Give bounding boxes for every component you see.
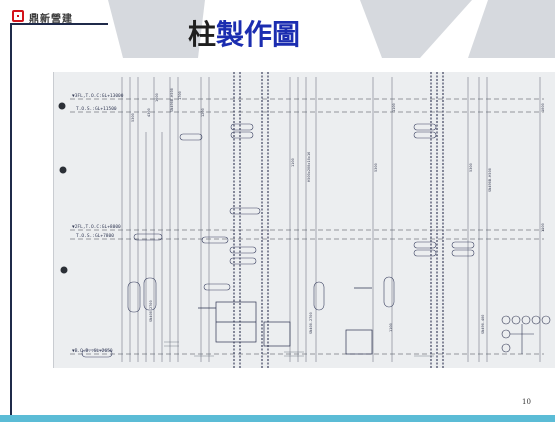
elevation-lines — [70, 98, 544, 355]
bottom-accent-bar — [0, 415, 555, 422]
logo-icon — [12, 10, 24, 22]
header-trapezoid-left — [108, 0, 205, 58]
svg-text:SN400-2700: SN400-2700 — [149, 300, 153, 322]
svg-text:5300: 5300 — [469, 163, 473, 172]
binder-hole — [58, 102, 66, 110]
svg-text:1700: 1700 — [178, 91, 182, 100]
dimension-lines — [121, 77, 541, 362]
shop-drawing: ▼3FL,T.O.C:GL+13000 T.O.S.:GL+11500 ▼2FL… — [54, 72, 555, 368]
column-base-details — [198, 287, 373, 355]
company-logo: 鼎新營建 — [12, 10, 94, 25]
dimension-texts: 5300 4300 1600 SN490B-H500 1700 1200 110… — [131, 88, 545, 334]
svg-text:1600: 1600 — [155, 93, 159, 102]
elevation-label: T.O.S.:GL+7800 — [76, 233, 114, 239]
svg-text:SN490B-H500: SN490B-H500 — [488, 168, 492, 192]
svg-text:5300: 5300 — [374, 163, 378, 172]
svg-text:1100: 1100 — [392, 103, 396, 112]
svg-text:1100: 1100 — [291, 158, 295, 167]
mark-tags — [81, 123, 475, 358]
elevation-label: ▼2FL,T.O.C:GL+8000 — [72, 224, 121, 230]
svg-text:H500x200x10x16: H500x200x10x16 — [307, 152, 311, 182]
svg-text:SN400-2700: SN400-2700 — [309, 312, 313, 334]
slide-frame — [10, 24, 555, 416]
detail-hatching — [164, 341, 434, 357]
svg-text:SN490B-H500: SN490B-H500 — [170, 88, 174, 112]
svg-text:1200: 1200 — [201, 108, 205, 117]
elevation-label: ▼3FL,T.O.C:GL+13000 — [72, 93, 124, 99]
title-part1: 柱 — [188, 18, 217, 51]
binder-hole — [60, 266, 68, 274]
title-part2: 製作圖 — [216, 18, 301, 51]
elevation-label: ▼B.O.B.:GL+2650 — [72, 348, 113, 354]
header-trapezoid-center — [214, 0, 350, 58]
header-trapezoid-right — [360, 0, 472, 58]
page-number: 10 — [522, 398, 531, 406]
column-members — [233, 72, 444, 368]
svg-text:1100: 1100 — [389, 323, 393, 332]
svg-text:1000: 1000 — [541, 103, 545, 112]
svg-text:1100: 1100 — [541, 223, 545, 232]
header-decoration — [0, 0, 555, 58]
svg-text:5300: 5300 — [131, 113, 135, 122]
svg-text:SN490-400: SN490-400 — [481, 315, 485, 334]
column-shop-drawing-photo: ▼3FL,T.O.C:GL+13000 T.O.S.:GL+11500 ▼2FL… — [53, 72, 555, 368]
binder-hole — [59, 166, 67, 174]
elevation-label: T.O.S.:GL+11500 — [76, 106, 117, 112]
header-trapezoid-far-right — [468, 0, 555, 58]
svg-text:4300: 4300 — [147, 108, 151, 117]
section-symbols — [501, 315, 551, 354]
logo-text: 鼎新營建 — [29, 14, 73, 25]
slide-title: 柱製作圖 — [188, 18, 300, 52]
